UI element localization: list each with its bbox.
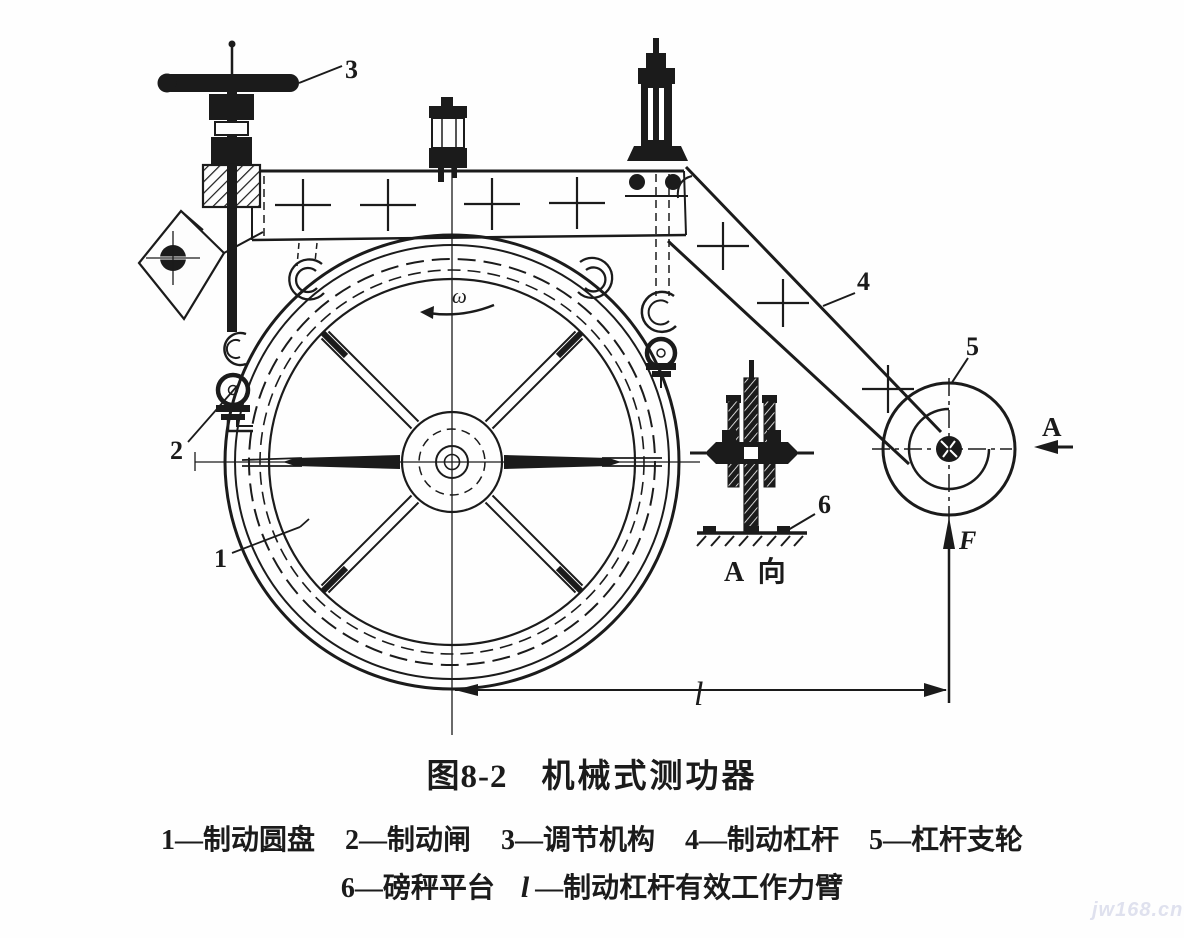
rim-hook-left <box>288 242 325 301</box>
beam-cross-marks <box>275 177 605 231</box>
figure-number: 图8-2 <box>426 759 508 795</box>
lever-support-wheel: 5 A <box>872 332 1073 524</box>
brake-band-outer <box>248 258 656 666</box>
brake-disc-wheel: ω 1 <box>214 233 681 691</box>
part-label-3: 3 <box>345 55 358 84</box>
brake-lever: 4 <box>666 165 943 466</box>
center-top-bolt <box>429 97 467 182</box>
wheel-spokes <box>320 330 584 594</box>
leader-part2 <box>187 384 239 443</box>
part-label-2: 2 <box>170 436 183 465</box>
brake-band-rod-right <box>640 290 678 388</box>
leader-part1 <box>231 526 301 554</box>
rotation-arrow <box>427 303 495 316</box>
view-a-detail: 6 A 向 <box>690 360 831 588</box>
adjusting-mechanism: 3 <box>157 40 358 332</box>
legend-item-2: 2—制动闸 <box>344 825 471 856</box>
adjuster-handle <box>162 74 299 92</box>
force-arrow: F <box>943 517 976 703</box>
view-direction-label: A <box>1042 412 1062 442</box>
part-label-4: 4 <box>857 267 870 296</box>
part-label-6: 6 <box>818 490 831 519</box>
centerlines <box>194 168 700 735</box>
pivot-plate <box>137 209 264 321</box>
view-direction-arrow: A <box>1034 412 1073 454</box>
legend-item-4: 4—制动杠杆 <box>685 825 840 856</box>
brake-band-inner <box>259 269 645 655</box>
legend-item-l-desc: —制动杠杆有效工作力臂 <box>535 873 844 904</box>
figure-caption: 图8-2 机械式测功器 <box>0 749 1184 797</box>
dynamometer-diagram: 3 2 <box>137 38 1073 735</box>
part-label-1: 1 <box>214 544 227 573</box>
omega-annotation: ω <box>452 284 467 308</box>
force-label: F <box>958 526 976 555</box>
platform-hatching <box>696 535 804 547</box>
part-label-5: 5 <box>966 332 979 361</box>
dimension-line: l <box>455 676 947 713</box>
legend-item-1: 1—制动圆盘 <box>160 825 315 856</box>
wheel-hub <box>400 410 504 514</box>
leader-part6 <box>787 513 816 531</box>
legend-row-2: 6—磅秤平台 l—制动杠杆有效工作力臂 <box>0 866 1184 906</box>
figure-title: 机械式测功器 <box>541 759 758 795</box>
right-top-bolt <box>627 38 693 199</box>
rim-hook-right <box>577 256 614 299</box>
watermark: jw168.cn <box>1092 899 1184 921</box>
legend-symbol-l: l <box>520 871 530 904</box>
frame-beam <box>251 169 688 296</box>
leader-part5 <box>950 357 969 385</box>
view-a-title: A 向 <box>724 556 790 588</box>
leader-part3 <box>298 65 343 84</box>
legend-row-1: 1—制动圆盘 2—制动闸 3—调节机构 4—制动杠杆 5—杠杆支轮 <box>0 818 1184 858</box>
leader-part4 <box>822 292 856 307</box>
legend-item-6: 6—磅秤平台 <box>340 873 495 904</box>
brake-band-rod-left: 2 <box>170 331 253 465</box>
legend-item-5: 5—杠杆支轮 <box>869 825 1024 856</box>
lever-arm-label: l <box>694 676 703 713</box>
legend-item-3: 3—调节机构 <box>500 825 655 856</box>
lever-cross-marks <box>697 222 914 413</box>
